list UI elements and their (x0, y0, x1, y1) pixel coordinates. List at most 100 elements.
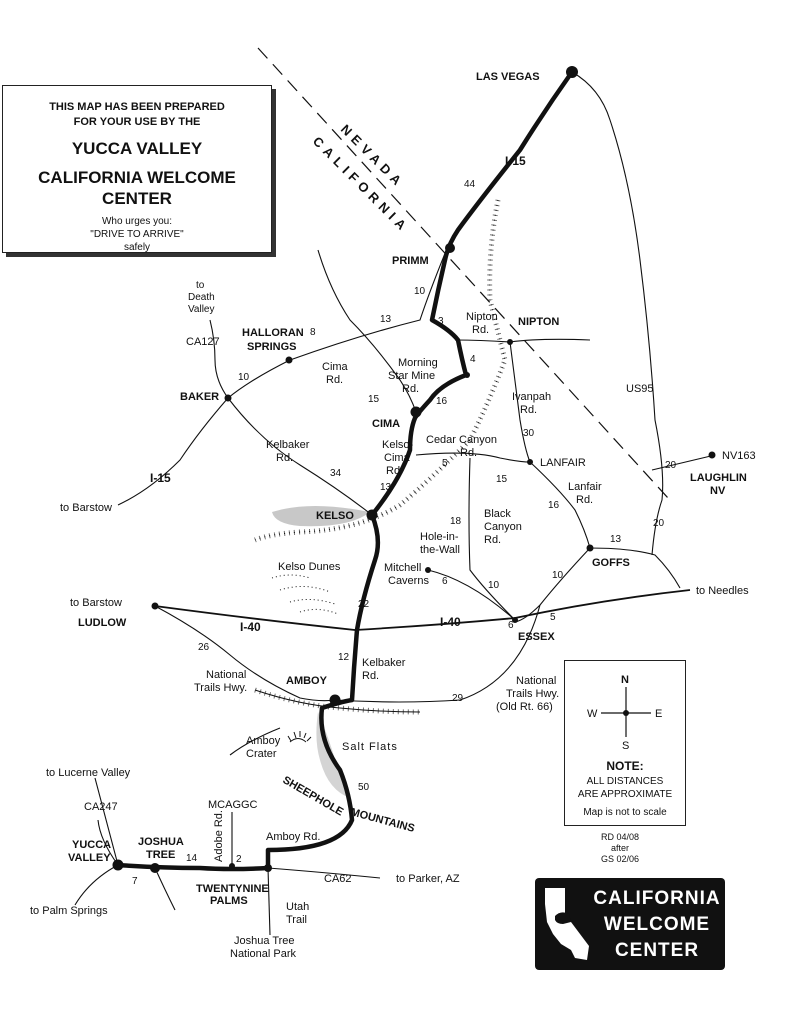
dunes-hatch (271, 574, 339, 615)
city-laughlin-2: NV (710, 485, 726, 497)
revision-note: RD 04/08 after GS 02/06 (600, 832, 640, 864)
city-twentynine-palms-2: PALMS (210, 895, 248, 907)
railroad (254, 199, 508, 715)
kelso-dunes-shading (272, 506, 370, 527)
dist-7: 7 (132, 876, 138, 887)
road-nipton-2: Rd. (472, 324, 489, 336)
road-kelbaker-s-2: Rd. (362, 670, 379, 682)
road-nt-e-2: Trails Hwy. (506, 688, 559, 700)
note-title: NOTE: (606, 759, 644, 773)
road-kelso-dunes: Kelso Dunes (278, 561, 341, 573)
welcome-info-box: THIS MAP HAS BEEN PREPARED FOR YOUR USE … (2, 85, 272, 253)
road-utah-2: Trail (286, 914, 307, 926)
road-nt-e-1: National (516, 675, 556, 687)
main-route (117, 70, 574, 872)
road-nipton-1: Nipton (466, 311, 498, 323)
road-black-canyon-1: Black (484, 508, 511, 520)
info-urge-3: safely (123, 242, 151, 253)
road-kelbaker-n-1: Kelbaker (266, 439, 310, 451)
dist-30: 30 (523, 428, 535, 439)
dest-jt-park-1: Joshua Tree (234, 935, 295, 947)
road-salt-flats: Salt Flats (342, 741, 398, 753)
note-scale: Map is not to scale (583, 807, 667, 818)
dist-50: 50 (358, 782, 370, 793)
road-amboy-crater-2: Crater (246, 748, 277, 760)
hwy-i40-west: I-40 (240, 620, 261, 634)
dest-death-valley-3: Valley (188, 304, 215, 315)
dest-parker: to Parker, AZ (396, 873, 460, 885)
dest-lucerne: to Lucerne Valley (46, 767, 131, 779)
city-halloran-1: HALLORAN (242, 327, 304, 339)
road-nt-w-2: Trails Hwy. (194, 682, 247, 694)
hwy-us95: US95 (626, 383, 654, 395)
i40-highway (154, 589, 691, 631)
dist-26: 26 (198, 642, 210, 653)
road-cima-2: Rd. (326, 374, 343, 386)
dist-5a: 5 (442, 458, 448, 469)
road-mountains: MOUNTAINS (349, 806, 416, 835)
road-ivanpah-2: Rd. (520, 404, 537, 416)
dist-14: 14 (186, 853, 198, 864)
road-mitchell-1: Mitchell (384, 562, 421, 574)
info-title-2: CALIFORNIA WELCOME CENTER (38, 168, 236, 208)
dist-13b: 13 (380, 482, 392, 493)
road-amboy-rd: Amboy Rd. (266, 831, 320, 843)
road-cedar-canyon-2: Rd. (460, 447, 477, 459)
dist-13c: 13 (610, 534, 622, 545)
state-border (257, 47, 669, 499)
info-line-1: THIS MAP HAS BEEN PREPARED (49, 101, 225, 113)
dist-5b: 5 (550, 612, 556, 623)
hwy-ca127: CA127 (186, 336, 220, 348)
dist-15a: 15 (368, 394, 380, 405)
dist-44: 44 (464, 179, 476, 190)
road-hole-in-wall-2: the-Wall (420, 544, 460, 556)
hwy-i15-south: I-15 (150, 471, 171, 485)
hwy-nv163: NV163 (722, 450, 756, 462)
city-twentynine-palms-1: TWENTYNINE (196, 883, 269, 895)
california-welcome-center-logo: CALIFORNIA WELCOME CENTER (535, 878, 725, 970)
road-ivanpah-1: Ivanpah (512, 391, 551, 403)
city-essex: ESSEX (518, 631, 555, 643)
info-title-1: YUCCA VALLEY (71, 139, 203, 158)
road-mitchell-2: Caverns (388, 575, 429, 587)
dest-death-valley-2: Death (188, 292, 215, 303)
road-black-canyon-2: Canyon (484, 521, 522, 533)
hwy-ca247: CA247 (84, 801, 118, 813)
dist-20b: 20 (653, 518, 665, 529)
city-las-vegas: LAS VEGAS (476, 71, 540, 83)
dist-10a: 10 (414, 286, 426, 297)
road-lanfair-1: Lanfair (568, 481, 602, 493)
city-primm: PRIMM (392, 255, 429, 267)
dist-10b: 10 (238, 372, 250, 383)
road-amboy-crater-1: Amboy (246, 735, 281, 747)
compass-e: E (655, 708, 662, 720)
dist-3: 3 (438, 316, 444, 327)
road-kelso-cima-1: Kelso- (382, 439, 414, 451)
dist-22: 22 (358, 599, 370, 610)
city-dots (112, 66, 716, 873)
dest-barstow-2: to Barstow (70, 597, 122, 609)
dist-13a: 13 (380, 314, 392, 325)
info-urge-1: Who urges you: (101, 216, 173, 227)
city-cima: CIMA (372, 418, 400, 430)
road-lanfair-2: Rd. (576, 494, 593, 506)
city-ludlow: LUDLOW (78, 617, 127, 629)
california-shape-icon (545, 888, 589, 960)
hwy-ca62: CA62 (324, 873, 352, 885)
hwy-i40-east: I-40 (440, 615, 461, 629)
compass-rose-icon: N S W E (587, 674, 662, 751)
dest-barstow-1: to Barstow (60, 502, 112, 514)
dist-8: 8 (310, 327, 316, 338)
dist-10d: 10 (552, 570, 564, 581)
compass-w: W (587, 708, 598, 720)
road-cedar-canyon-1: Cedar Canyon (426, 434, 497, 446)
city-goffs: GOFFS (592, 557, 630, 569)
road-utah-1: Utah (286, 901, 309, 913)
city-joshua-tree-1: JOSHUA (138, 836, 184, 848)
info-line-2: FOR YOUR USE BY THE (73, 116, 201, 128)
dist-2: 2 (236, 854, 242, 865)
dist-12: 12 (338, 652, 350, 663)
city-laughlin-1: LAUGHLIN (690, 472, 747, 484)
